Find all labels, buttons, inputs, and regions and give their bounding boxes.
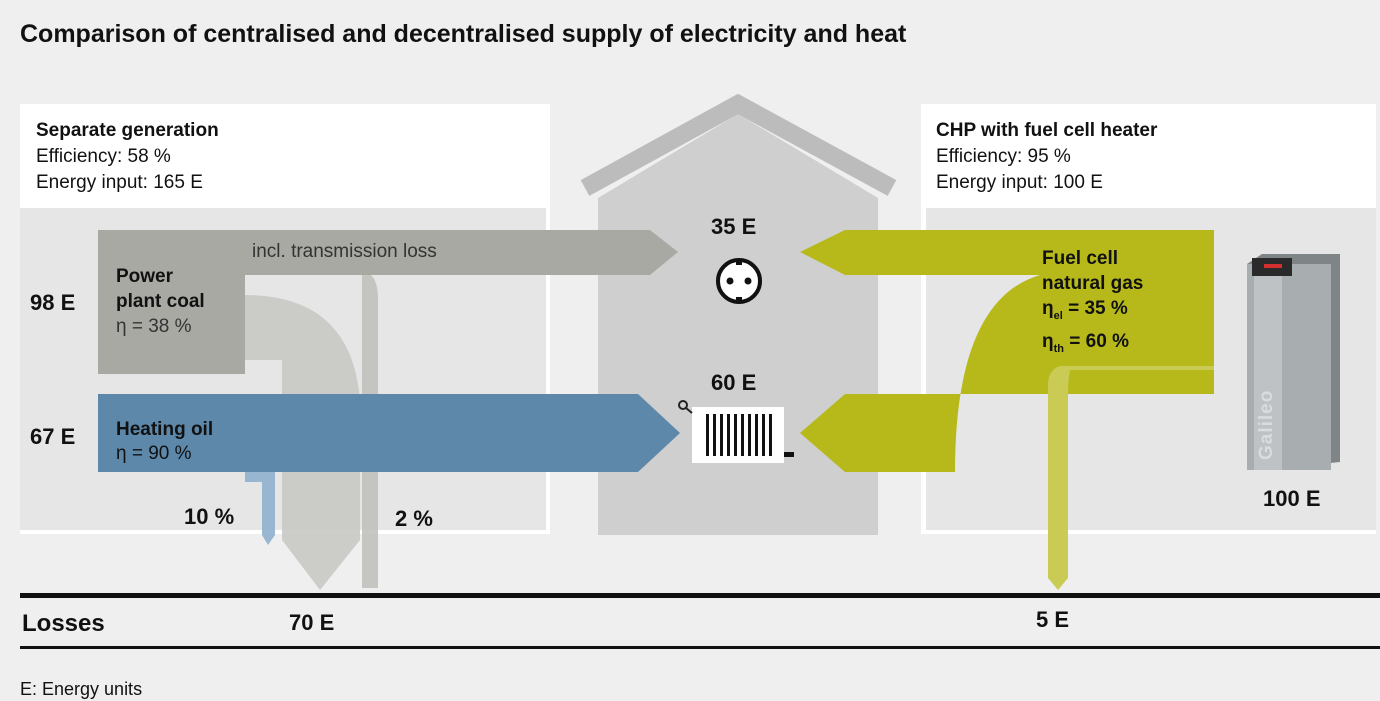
device-brand-text: Galileo bbox=[1256, 389, 1277, 460]
oil-loss-flow bbox=[245, 472, 275, 545]
coal-flow bbox=[98, 230, 678, 374]
fuel-cell-flow bbox=[800, 230, 1214, 472]
coal-plant-name-line2: plant coal bbox=[116, 291, 205, 312]
fuel-cell-loss-flow bbox=[1048, 366, 1214, 590]
device-brand: Galileo bbox=[1252, 352, 1292, 462]
right-panel-efficiency: Efficiency: 95 % bbox=[936, 146, 1071, 167]
coal-plant-name-line1: Power bbox=[116, 266, 174, 287]
radiator-icon bbox=[678, 400, 794, 463]
left-panel-header: Separate generation Efficiency: 58 % Ene… bbox=[36, 118, 219, 196]
fuel-cell-heater-device bbox=[1247, 254, 1340, 470]
oil-flow bbox=[98, 394, 680, 472]
transmission-loss-label: incl. transmission loss bbox=[252, 241, 437, 262]
fuel-cell-electrical-efficiency: ηel = 35 % bbox=[1042, 298, 1128, 322]
left-panel-energy-input: Energy input: 165 E bbox=[36, 172, 203, 193]
losses-right-value: 5 E bbox=[1036, 607, 1070, 632]
losses-top-rule bbox=[20, 593, 1380, 598]
coal-plant-efficiency: η = 38 % bbox=[116, 316, 192, 337]
oil-label: Heating oil η = 90 % bbox=[116, 418, 213, 466]
socket-icon bbox=[716, 258, 762, 304]
losses-left-value: 70 E bbox=[289, 610, 335, 635]
coal-plant-label: Power plant coal η = 38 % bbox=[116, 264, 205, 339]
oil-input-value: 67 E bbox=[30, 424, 76, 449]
fuel-cell-label: Fuel cell natural gas ηel = 35 % ηth = 6… bbox=[1042, 246, 1143, 362]
coal-input-value: 98 E bbox=[30, 290, 76, 315]
losses-bottom-rule bbox=[20, 646, 1380, 649]
footnote: E: Energy units bbox=[20, 679, 143, 699]
right-panel-header: CHP with fuel cell heater Efficiency: 95… bbox=[936, 118, 1157, 196]
right-panel-heading: CHP with fuel cell heater bbox=[936, 120, 1158, 141]
fuel-cell-name-line1: Fuel cell bbox=[1042, 248, 1119, 269]
left-panel-efficiency: Efficiency: 58 % bbox=[36, 146, 171, 167]
heat-output-value: 60 E bbox=[711, 370, 757, 395]
electricity-output-value: 35 E bbox=[711, 214, 757, 239]
losses-label: Losses bbox=[22, 610, 105, 637]
fuel-cell-name-line2: natural gas bbox=[1042, 273, 1144, 294]
oil-name: Heating oil bbox=[116, 419, 214, 440]
fuel-cell-thermal-efficiency: ηth = 60 % bbox=[1042, 330, 1129, 355]
right-panel-energy-input: Energy input: 100 E bbox=[936, 172, 1103, 193]
left-panel-heading: Separate generation bbox=[36, 120, 219, 141]
oil-efficiency: η = 90 % bbox=[116, 443, 192, 464]
oil-loss-percent: 10 % bbox=[184, 504, 235, 529]
page-title: Comparison of centralised and decentrali… bbox=[20, 20, 907, 48]
fuel-cell-input-value: 100 E bbox=[1263, 486, 1321, 511]
transmission-loss-percent: 2 % bbox=[395, 506, 433, 531]
